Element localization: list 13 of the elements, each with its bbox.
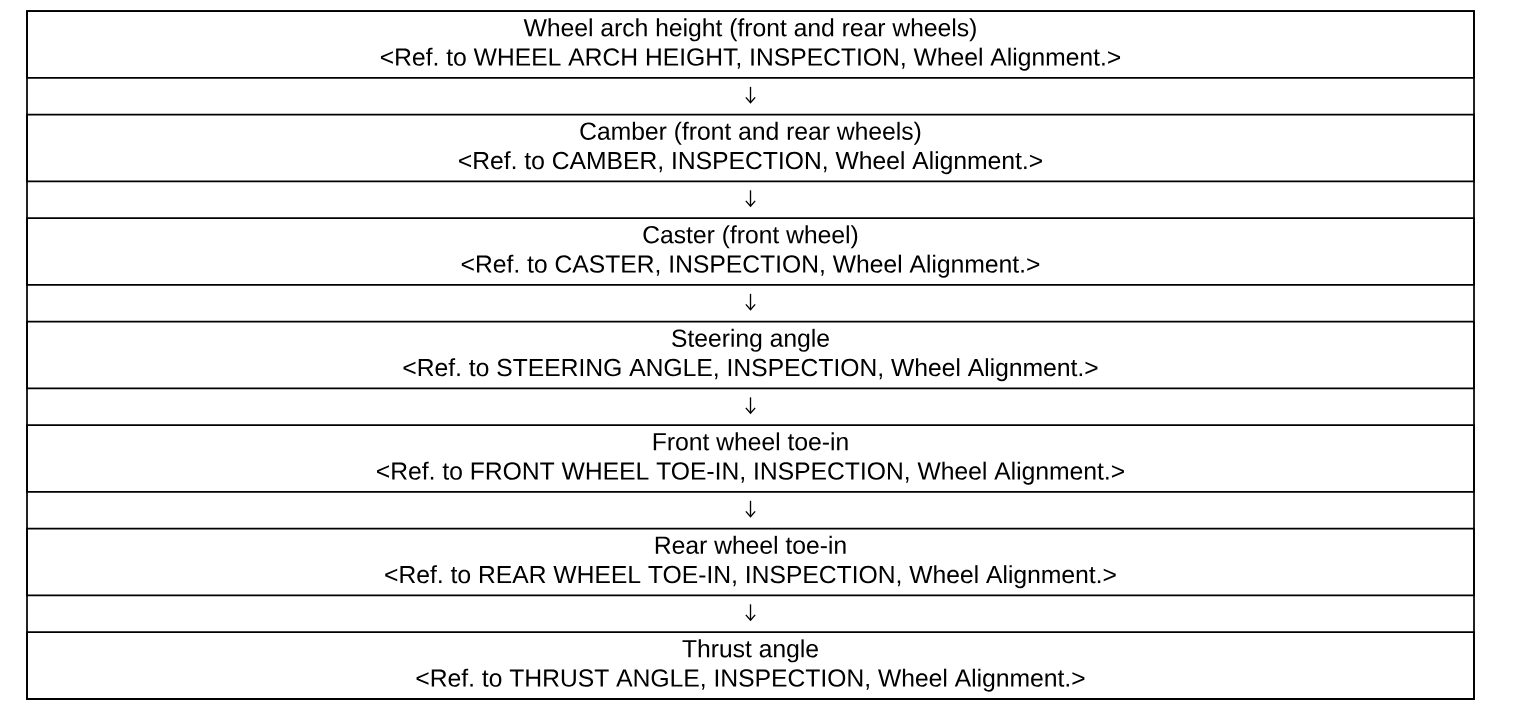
step-box: Front wheel toe-in <Ref. to FRONT WHEEL TOE-IN, INSPECTION, Wheel Alignment.> <box>26 424 1475 493</box>
step-box: Caster (front wheel) <Ref. to CASTER, INSPECTION, Wheel Alignment.> <box>26 217 1475 286</box>
step-box: Rear wheel toe-in <Ref. to REAR WHEEL TOE-IN, INSPECTION, Wheel Alignment.> <box>26 527 1475 597</box>
arrow <box>745 86 756 104</box>
step-box: Wheel arch height (front and rear wheels) <Ref. to WHEEL ARCH HEIGHT, INSPECTION, Wheel Alignment.> <box>26 10 1475 79</box>
arrow <box>745 293 756 311</box>
step-box: Steering angle <Ref. to STEERING ANGLE, INSPECTION, Wheel Alignment.> <box>26 320 1475 390</box>
step-box: Camber (front and rear wheels) <Ref. to CAMBER, INSPECTION, Wheel Alignment.> <box>26 113 1475 183</box>
arrow <box>745 189 756 208</box>
arrow <box>745 500 756 518</box>
step-box: Thrust angle <Ref. to THRUST ANGLE, INSPECTION, Wheel Alignment.> <box>26 631 1475 700</box>
arrow <box>745 396 756 415</box>
arrow <box>745 603 756 622</box>
